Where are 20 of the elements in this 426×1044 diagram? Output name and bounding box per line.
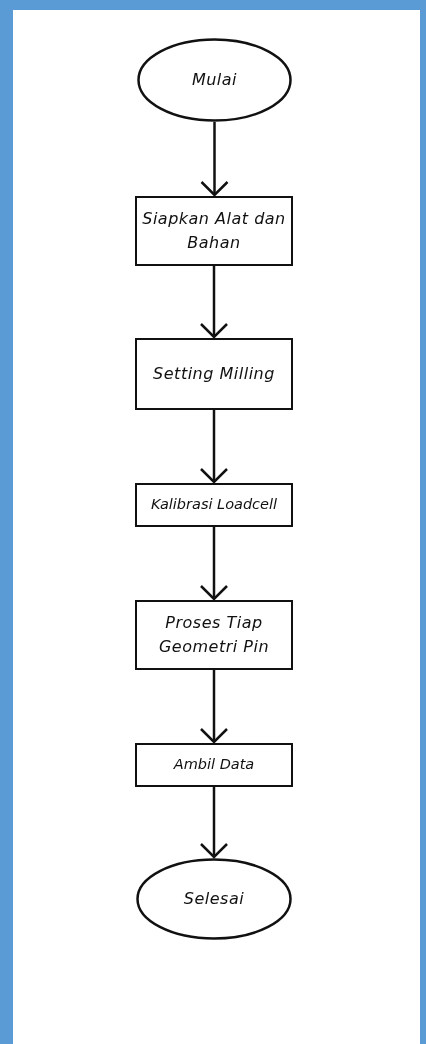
arrow <box>200 122 229 197</box>
arrow <box>199 410 229 484</box>
arrow <box>199 266 229 339</box>
node-label: Siapkan Alat dan Bahan <box>141 208 287 254</box>
node-label: Kalibrasi Loadcell <box>149 495 279 515</box>
process-box <box>135 196 293 266</box>
process-box <box>135 338 293 410</box>
terminal-ellipse <box>137 38 292 122</box>
node-label: Proses Tiap Geometri Pin <box>157 612 271 658</box>
node-label: Setting Milling <box>152 363 276 385</box>
node-label: Mulai <box>190 69 239 91</box>
node-label: Selesai <box>182 888 246 910</box>
process-box <box>135 743 293 787</box>
arrow <box>199 787 229 859</box>
node-label: Ambil Data <box>172 755 256 775</box>
terminal-ellipse <box>136 858 292 940</box>
process-box <box>135 600 293 670</box>
arrow <box>199 670 229 744</box>
process-box <box>135 483 293 527</box>
arrow <box>199 527 229 601</box>
